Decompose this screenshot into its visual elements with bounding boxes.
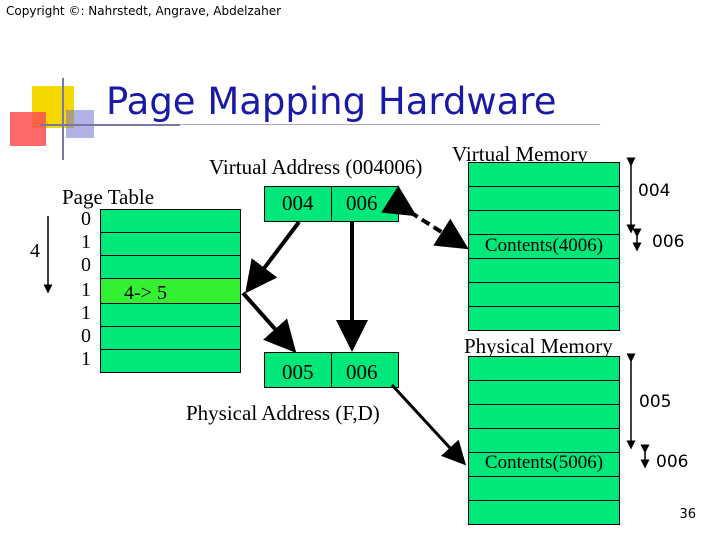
pt-bit: 0: [81, 325, 91, 347]
virtual-address-label: Virtual Address (004006): [209, 155, 423, 179]
virtual-contents-label: Contents(4006): [484, 235, 604, 256]
page-table-to-pa-arrow: [241, 291, 297, 353]
pa-frame-box: [264, 352, 332, 388]
pm-offset-label: 006: [656, 452, 689, 472]
page-table-mapping: 4-> 5: [124, 282, 167, 304]
va-page-number: 004: [282, 191, 314, 215]
vm-page-label: 004: [638, 181, 671, 201]
pt-bit: 0: [81, 208, 91, 230]
physical-address-label: Physical Address (F,D): [186, 401, 380, 425]
page-table-label: Page Table: [62, 185, 155, 209]
pa-to-physical-contents-arrow: [390, 383, 467, 466]
pt-bit: 1: [81, 231, 91, 253]
va-offset-number: 006: [346, 191, 378, 215]
va-to-page-table-arrow: [245, 220, 301, 294]
vm-offset-label: 006: [652, 232, 685, 252]
pa-frame-number: 005: [282, 360, 314, 384]
pt-bit: 1: [81, 279, 91, 301]
page-index-label: 4: [30, 240, 40, 262]
pm-frame-label: 005: [639, 392, 672, 412]
physical-contents-label: Contents(5006): [484, 452, 604, 473]
va-to-virtual-contents-arrow: [381, 185, 469, 250]
pa-offset-box: [331, 352, 399, 388]
pa-offset-number: 006: [346, 360, 378, 384]
pt-bit: 0: [81, 254, 91, 276]
slide-title: Page Mapping Hardware: [106, 80, 557, 123]
copyright-text: Copyright ©: Nahrstedt, Angrave, Abdelza…: [6, 4, 282, 18]
physical-memory-label: Physical Memory: [464, 334, 613, 358]
pt-bit: 1: [81, 302, 91, 324]
slide-number: 36: [679, 507, 696, 522]
pt-bit: 1: [81, 348, 91, 370]
